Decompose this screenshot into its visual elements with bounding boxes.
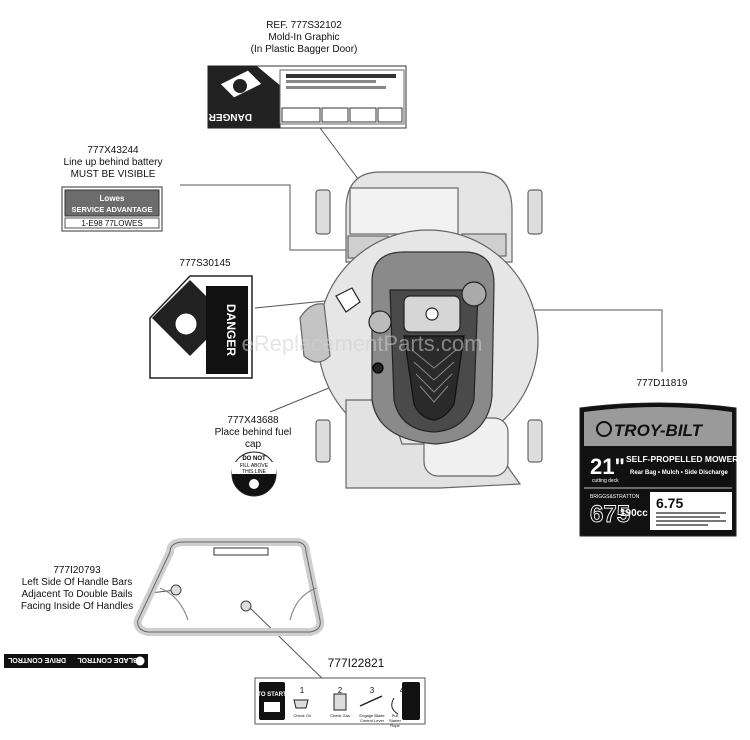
start-icon xyxy=(264,702,280,712)
start-step-icons xyxy=(293,693,399,715)
strip-drive-label: DRIVE CONTROL xyxy=(7,656,66,663)
callout-start: 777I22821 xyxy=(296,657,416,669)
callout-line: MUST BE VISIBLE xyxy=(70,169,156,180)
hand-hazard-icon xyxy=(174,312,198,336)
bagger-danger-decal: DANGER xyxy=(207,65,407,129)
brand-model: SELF-PROPELLED MOWER xyxy=(626,454,738,464)
mower-top-view xyxy=(299,171,543,489)
part-number: 777I22821 xyxy=(327,656,385,670)
callout-line: Place behind fuel xyxy=(214,427,292,438)
brand-torque: 6.75 xyxy=(656,495,683,511)
lowes-subtitle: SERVICE ADVANTAGE xyxy=(72,205,153,214)
handle-bar xyxy=(133,538,325,636)
handle-decal-strip xyxy=(213,547,269,556)
step-number: 4 xyxy=(399,686,405,695)
bagger-warning-text xyxy=(286,74,396,89)
gas-can-icon xyxy=(333,693,347,711)
brand-logo-icon xyxy=(596,421,612,437)
brand-cc: 190cc xyxy=(620,508,648,519)
bail-pivot-center xyxy=(240,600,252,612)
danger-decal-spot xyxy=(335,287,361,313)
fuel-tag-line2: FILL ABOVE xyxy=(240,463,269,469)
step-number: 1 xyxy=(299,686,305,695)
part-number: REF. 777S32102 xyxy=(266,20,342,31)
filter-knob xyxy=(425,307,439,321)
control-strip-decal: DRIVE CONTROL BLADE CONTROL xyxy=(4,654,148,668)
callout-fuel: 777X43688 Place behind fuel cap xyxy=(198,415,308,451)
brand-plate-decal: TROY-BILT 21" cutting deck SELF-PROPELLE… xyxy=(579,402,738,537)
wheel-front-right xyxy=(527,419,543,463)
step-number: 3 xyxy=(369,686,375,695)
strip-blade-label: BLADE CONTROL xyxy=(77,656,138,663)
bail-pivot-left xyxy=(170,584,182,596)
part-number: 777S30145 xyxy=(179,258,231,269)
callout-bagger: REF. 777S32102 Mold-In Graphic (In Plast… xyxy=(224,20,384,56)
leader-brand xyxy=(478,309,663,372)
brand-features: Rear Bag • Mulch • Side Discharge xyxy=(630,470,729,476)
side-grip xyxy=(299,303,331,363)
brand-logo: TROY-BILT xyxy=(614,421,704,440)
pull-rope-icon xyxy=(391,697,399,715)
brand-deck-size: 21" xyxy=(590,454,625,479)
callout-line: Left Side Of Handle Bars xyxy=(21,577,133,588)
step-caption: Check Oil xyxy=(293,713,311,718)
oil-fill-cap xyxy=(461,281,487,307)
strip-icon xyxy=(135,656,145,666)
callout-line: Facing Inside Of Handles xyxy=(20,601,134,612)
leader-start xyxy=(247,605,331,687)
callout-brand: 777D11819 xyxy=(622,378,702,390)
leader-danger-side xyxy=(254,299,336,309)
bagger-door xyxy=(349,187,459,235)
brand-series: 675 xyxy=(590,501,630,528)
gas-cap xyxy=(368,310,392,334)
callout-battery: 777X43244 Line up behind battery MUST BE… xyxy=(48,145,178,181)
callout-danger-side: 777S30145 xyxy=(160,258,250,270)
callout-line: cap xyxy=(244,439,262,450)
part-number: 777X43244 xyxy=(87,145,139,156)
brand-deck-sub: cutting deck xyxy=(592,478,619,484)
fuel-label-spot xyxy=(372,362,384,374)
fuel-pump-icon xyxy=(249,479,259,489)
start-title: TO START xyxy=(257,692,287,698)
vent-slats xyxy=(411,349,457,403)
hand-hazard-icon xyxy=(233,79,247,93)
wheel-front-left xyxy=(315,419,331,463)
wheel-rear-right xyxy=(527,189,543,235)
callout-line: Line up behind battery xyxy=(63,157,163,168)
brand-torque-fineprint xyxy=(656,512,726,526)
lowes-service-decal: Lowes SERVICE ADVANTAGE 1-E98 77LOWES xyxy=(61,186,163,232)
step-caption: Pull Starter Rope xyxy=(388,713,401,728)
part-number: 777X43688 xyxy=(227,415,279,426)
side-danger-word: DANGER xyxy=(224,304,238,356)
leader-battery xyxy=(180,184,348,251)
callout-line: Adjacent To Double Bails xyxy=(21,589,133,600)
side-danger-decal: DANGER xyxy=(149,275,253,379)
part-number: 777I20793 xyxy=(53,565,101,576)
fuel-level-decal: DO NOT FILL ABOVE THIS LINE xyxy=(231,451,277,497)
part-number: 777D11819 xyxy=(636,378,688,389)
callout-line: Mold-In Graphic xyxy=(268,32,340,43)
step-number: 2 xyxy=(337,686,343,695)
blade-lever-icon xyxy=(359,695,383,707)
fuel-tag-line1: DO NOT xyxy=(242,456,266,462)
step-caption: Check Gas xyxy=(330,713,350,718)
lowes-phone: 1-E98 77LOWES xyxy=(81,219,142,228)
bagger-danger-word: DANGER xyxy=(208,111,252,122)
fuel-tag-line3: THIS LINE xyxy=(242,469,267,475)
engine-vents xyxy=(403,335,465,421)
oil-can-icon xyxy=(293,699,309,709)
wheel-rear-left xyxy=(315,189,331,235)
brand-engine: BRIGGS&STRATTON xyxy=(590,494,640,500)
lowes-title: Lowes xyxy=(100,194,125,203)
callout-handle: 777I20793 Left Side Of Handle Bars Adjac… xyxy=(2,565,152,613)
watermark: eReplacementParts.com xyxy=(242,331,483,356)
step-caption: Engage Blade Control Lever xyxy=(359,713,385,723)
callout-line: (In Plastic Bagger Door) xyxy=(250,44,358,55)
